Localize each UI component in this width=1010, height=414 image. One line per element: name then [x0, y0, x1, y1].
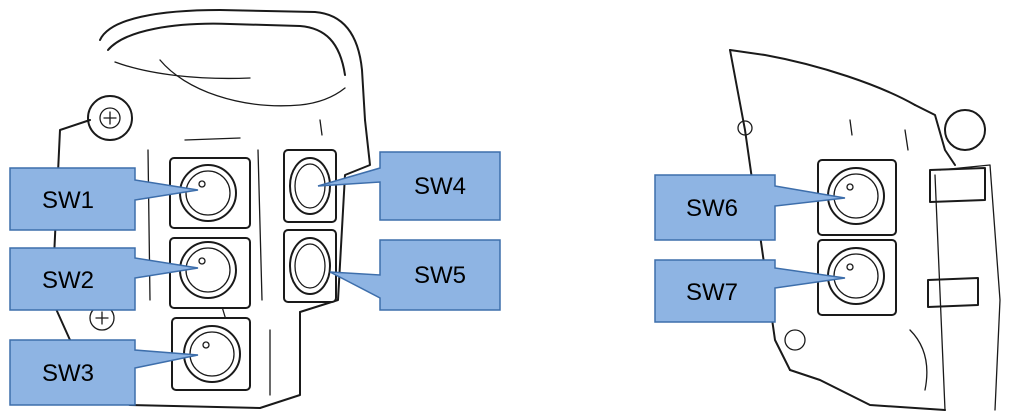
callout-sw7: SW7 — [654, 259, 846, 323]
switch-housing-sw5 — [283, 229, 337, 303]
callout-sw2: SW2 — [9, 247, 199, 311]
callout-sw4: SW4 — [317, 151, 501, 221]
callout-label-sw2: SW2 — [42, 267, 94, 294]
callout-label-sw7: SW7 — [686, 279, 738, 306]
callout-sw1: SW1 — [9, 167, 199, 231]
callout-sw3: SW3 — [9, 339, 199, 406]
callout-label-sw4: SW4 — [414, 173, 466, 200]
switch-housing-sw2 — [169, 237, 251, 309]
switch-housing-sw4 — [283, 149, 337, 223]
callout-label-sw5: SW5 — [414, 262, 466, 289]
callout-label-sw3: SW3 — [42, 360, 94, 387]
callout-sw6: SW6 — [654, 174, 846, 241]
callout-label-sw6: SW6 — [686, 195, 738, 222]
callout-label-sw1: SW1 — [42, 187, 94, 214]
callout-sw5: SW5 — [329, 239, 501, 311]
switch-housing-sw1 — [169, 157, 251, 229]
right-device-outline — [729, 49, 1001, 411]
